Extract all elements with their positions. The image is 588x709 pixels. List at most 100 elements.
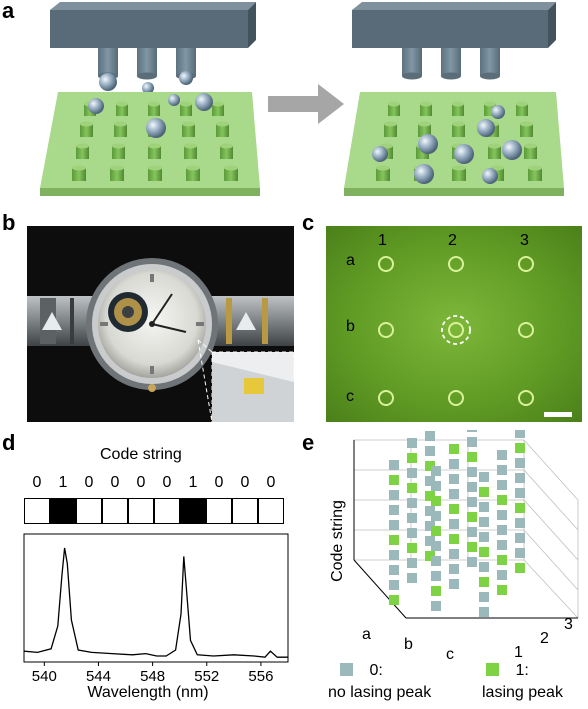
row-label: b	[346, 318, 355, 335]
cube-marker-lasing	[425, 491, 435, 501]
panel-a: a	[0, 0, 588, 205]
cube-marker-no-lasing	[467, 497, 477, 507]
cube-marker-lasing	[515, 443, 525, 453]
cube-marker-no-lasing	[479, 607, 489, 617]
code-string-title: Code string	[100, 446, 182, 463]
watch-photo	[27, 226, 295, 423]
x-tick: a	[362, 626, 371, 643]
cube-marker-lasing	[425, 461, 435, 471]
cube-marker-lasing	[425, 551, 435, 561]
cube-marker-lasing	[515, 563, 525, 573]
cube-marker-no-lasing	[449, 579, 459, 589]
cube-marker-no-lasing	[431, 556, 441, 566]
cube-marker-no-lasing	[479, 532, 489, 542]
cube-marker-no-lasing	[425, 521, 435, 531]
legend-swatch-1	[486, 663, 499, 676]
cube-marker-no-lasing	[479, 502, 489, 512]
cube-marker-no-lasing	[515, 430, 525, 438]
stamp-right	[352, 2, 556, 80]
code-bit-boxes	[24, 498, 284, 524]
cube-marker-no-lasing	[515, 473, 525, 483]
cube-marker-lasing	[431, 526, 441, 536]
x-tick: b	[404, 636, 413, 653]
legend-text-1: lasing peak	[482, 684, 563, 701]
spectrum-line	[23, 547, 288, 658]
cube-marker-no-lasing	[449, 474, 459, 484]
cube-marker-no-lasing	[497, 525, 507, 535]
code-bit-label: 0	[136, 474, 146, 491]
panel-c-label: c	[302, 210, 315, 235]
arrow-icon	[268, 84, 344, 124]
x-tick-label: 548	[140, 668, 165, 685]
x-tick: c	[446, 646, 454, 663]
cube-marker-lasing	[497, 495, 507, 505]
cube-marker-lasing	[479, 487, 489, 497]
cube-marker-no-lasing	[389, 520, 399, 530]
x-tick-label: 544	[86, 668, 111, 685]
x-tick-label: 552	[194, 668, 219, 685]
cube-marker-no-lasing	[407, 573, 417, 583]
cube-marker-lasing	[497, 555, 507, 565]
cube-marker-no-lasing	[515, 548, 525, 558]
cube-marker-no-lasing	[425, 506, 435, 516]
code-bit-label: 1	[58, 474, 68, 491]
code-bit-box	[128, 498, 154, 524]
cube-marker-no-lasing	[467, 467, 477, 477]
highlight-ring	[441, 315, 471, 345]
cube-marker-no-lasing	[431, 511, 441, 521]
legend-symbol-0: 0:	[369, 662, 383, 679]
cube-marker-no-lasing	[425, 536, 435, 546]
legend-swatch-0	[340, 663, 353, 676]
cube-marker-no-lasing	[407, 498, 417, 508]
cube-marker-no-lasing	[431, 481, 441, 491]
row-label: a	[346, 252, 355, 269]
cube-marker-no-lasing	[407, 558, 417, 568]
cube-marker-lasing	[467, 452, 477, 462]
cube-marker-no-lasing	[497, 570, 507, 580]
panel-a-label: a	[2, 0, 15, 23]
code-3d-plot	[353, 430, 579, 619]
y-tick: 2	[540, 630, 549, 647]
cube-marker-no-lasing	[479, 472, 489, 482]
spectrum-chart: 540 544 548 552 556	[23, 533, 289, 685]
cube-marker-no-lasing	[515, 533, 525, 543]
column-label: 2	[448, 232, 457, 249]
cube-marker-lasing	[515, 503, 525, 513]
cube-marker-lasing	[467, 542, 477, 552]
cube-marker-no-lasing	[515, 488, 525, 498]
cube-marker-no-lasing	[467, 430, 477, 432]
cube-marker-no-lasing	[479, 517, 489, 527]
cube-marker-lasing	[497, 585, 507, 595]
cube-marker-lasing	[449, 534, 459, 544]
cube-marker-no-lasing	[449, 564, 459, 574]
code-bit-box	[232, 498, 258, 524]
cube-marker-no-lasing	[449, 549, 459, 559]
cube-marker-lasing	[449, 444, 459, 454]
code-bit-label: 0	[32, 474, 42, 491]
cube-marker-lasing	[389, 535, 399, 545]
cube-marker-no-lasing	[407, 468, 417, 478]
cube-marker-no-lasing	[431, 541, 441, 551]
panel-a-illustration	[40, 2, 564, 196]
x-tick-label: 540	[32, 668, 57, 685]
panel-b: b	[0, 210, 296, 424]
cube-marker-no-lasing	[449, 489, 459, 499]
cube-marker-no-lasing	[425, 476, 435, 486]
cube-marker-no-lasing	[407, 513, 417, 523]
cube-marker-no-lasing	[497, 540, 507, 550]
legend-text-0: no lasing peak	[328, 684, 432, 701]
code-bit-box	[24, 498, 50, 524]
x-tick-label: 556	[248, 668, 273, 685]
code-bit-box	[180, 498, 206, 524]
cube-marker-no-lasing	[449, 459, 459, 469]
cube-marker-lasing	[467, 512, 477, 522]
cube-marker-no-lasing	[497, 480, 507, 490]
cube-marker-lasing	[389, 475, 399, 485]
cube-marker-no-lasing	[467, 527, 477, 537]
cube-marker-no-lasing	[389, 580, 399, 590]
column-label: 3	[520, 232, 529, 249]
code-bit-label: 1	[188, 474, 198, 491]
code-bit-box	[206, 498, 232, 524]
cube-marker-no-lasing	[467, 557, 477, 567]
cube-marker-lasing	[407, 543, 417, 553]
